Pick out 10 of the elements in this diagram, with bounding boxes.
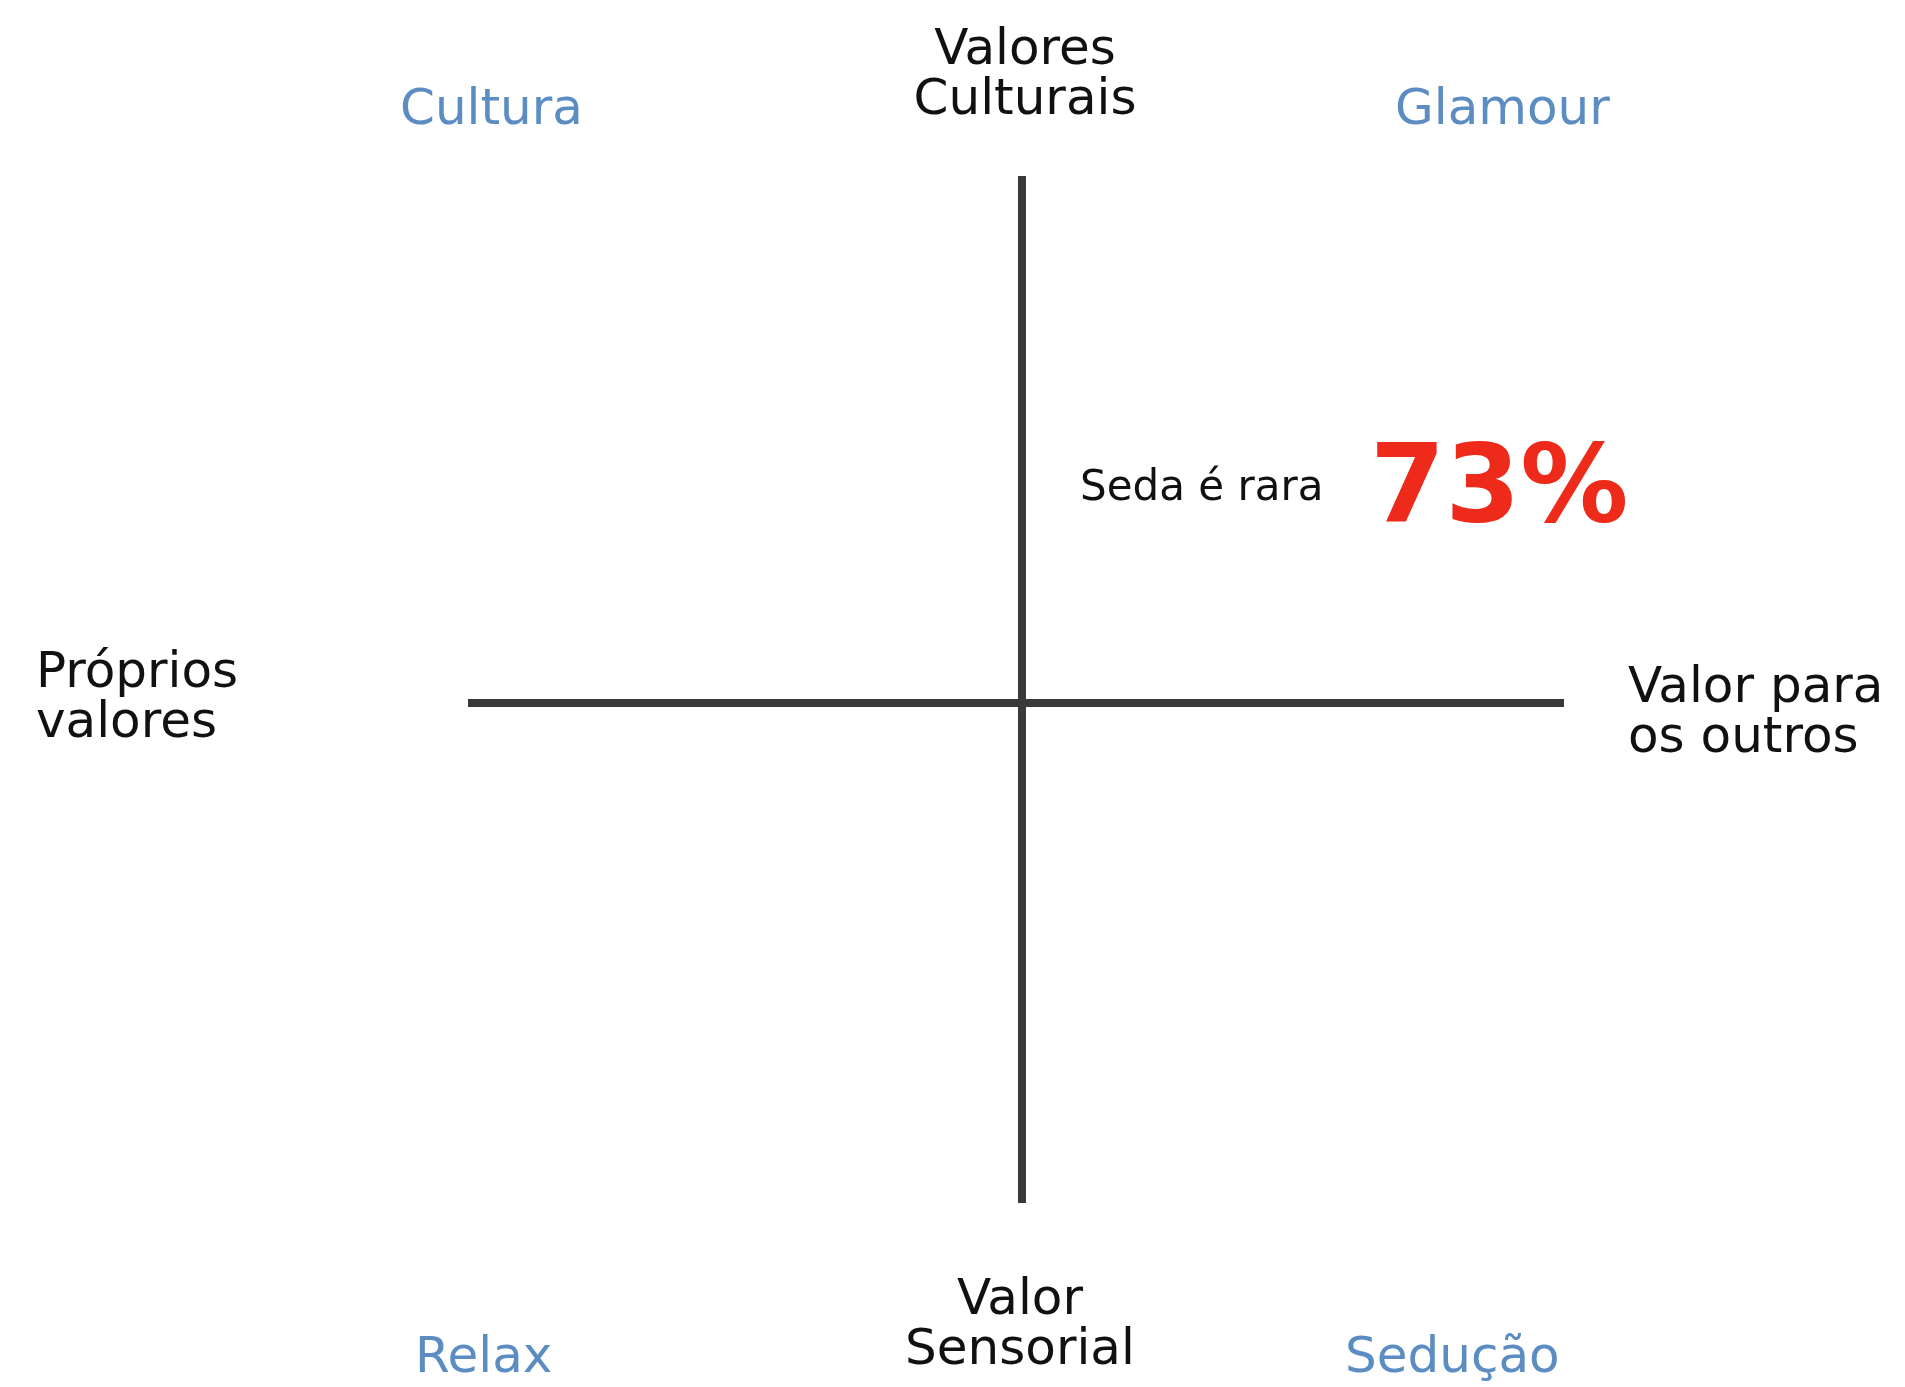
percentage-value: 73% <box>1370 430 1630 538</box>
annotation-text: Seda é rara <box>1080 465 1325 507</box>
axis-label: Valor Sensorial <box>904 1272 1136 1372</box>
axis-label: Valores Culturais <box>912 22 1138 122</box>
quadrant-label: Relax <box>415 1330 554 1380</box>
axis-label: Valor para os outros <box>1628 660 1885 760</box>
quadrant-label: Cultura <box>400 82 584 132</box>
quadrant-label: Sedução <box>1345 1330 1561 1380</box>
quadrant-label: Glamour <box>1395 82 1611 132</box>
axis-label: Próprios valores <box>36 645 240 745</box>
